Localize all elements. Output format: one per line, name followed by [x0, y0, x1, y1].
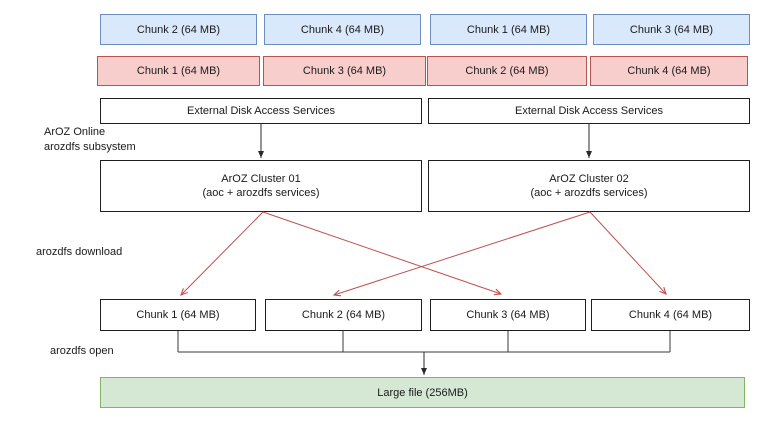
red-chunk-box-3: Chunk 2 (64 MB) [427, 56, 587, 86]
download-chunk-box-4: Chunk 4 (64 MB) [591, 299, 750, 331]
arrow-cluster1-to-chunk1 [180, 211, 264, 296]
cluster-02-title: ArOZ Cluster 02 [549, 173, 629, 185]
cluster-02-box: ArOZ Cluster 02 (aoc + arozdfs services) [428, 160, 750, 212]
arrow-cluster2-to-chunk2 [332, 211, 591, 297]
label-subsystem: ArOZ Online arozdfs subsystem [44, 125, 136, 155]
download-chunk-box-2: Chunk 2 (64 MB) [265, 299, 422, 331]
label-download: arozdfs download [36, 246, 123, 258]
cluster-01-subtitle: (aoc + arozdfs services) [202, 187, 320, 199]
red-chunk-box-2: Chunk 3 (64 MB) [263, 56, 426, 86]
blue-chunk-box-4: Chunk 3 (64 MB) [593, 14, 750, 45]
external-disk-service-left: External Disk Access Services [100, 98, 422, 124]
cluster-01-box: ArOZ Cluster 01 (aoc + arozdfs services) [100, 160, 422, 212]
blue-chunk-box-1: Chunk 2 (64 MB) [100, 14, 257, 45]
blue-chunk-box-3: Chunk 1 (64 MB) [430, 14, 587, 45]
label-open: arozdfs open [50, 345, 114, 357]
arrow-cluster2-to-chunk4 [589, 211, 667, 295]
red-chunk-box-4: Chunk 4 (64 MB) [590, 56, 748, 86]
download-chunk-box-1: Chunk 1 (64 MB) [100, 299, 256, 331]
cluster-01-title: ArOZ Cluster 01 [221, 173, 301, 185]
label-subsystem-line2: arozdfs subsystem [44, 141, 136, 153]
blue-chunk-box-2: Chunk 4 (64 MB) [264, 14, 421, 45]
external-disk-service-right: External Disk Access Services [428, 98, 750, 124]
arrow-cluster1-to-chunk3 [262, 211, 503, 296]
chunk-merge-bus [177, 331, 671, 353]
large-file-box: Large file (256MB) [100, 377, 745, 408]
cluster-02-subtitle: (aoc + arozdfs services) [530, 187, 648, 199]
red-chunk-box-1: Chunk 1 (64 MB) [97, 56, 260, 86]
label-subsystem-line1: ArOZ Online [44, 126, 106, 138]
download-chunk-box-3: Chunk 3 (64 MB) [430, 299, 586, 331]
